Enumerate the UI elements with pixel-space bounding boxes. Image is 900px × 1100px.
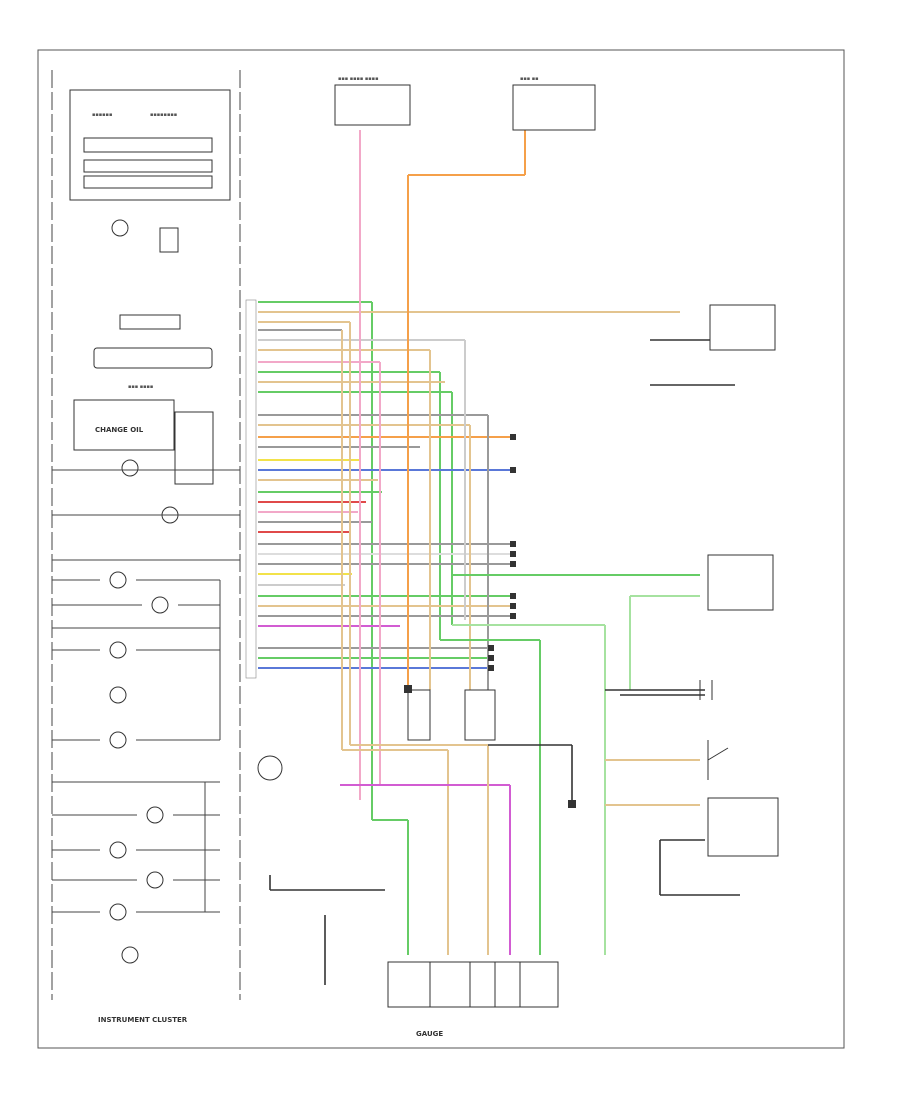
black-wires bbox=[269, 339, 740, 985]
indicator-bulb bbox=[111, 219, 129, 237]
gauge-label: GAUGE bbox=[416, 1030, 443, 1038]
gauge-sub-box-2 bbox=[83, 175, 213, 189]
top-components: ▪▪▪ ▪▪▪▪ ▪▪▪▪ ▪▪▪ ▪▪ bbox=[334, 76, 596, 131]
svg-text:▪▪▪▪▪▪: ▪▪▪▪▪▪ bbox=[92, 112, 112, 118]
bottom-connector-box bbox=[387, 961, 559, 1008]
top-right-component bbox=[512, 84, 596, 131]
bottom-module: GAUGE bbox=[257, 689, 559, 1038]
speed-sensor bbox=[707, 797, 779, 857]
cluster-title: INSTRUMENT CLUSTER bbox=[98, 1016, 188, 1024]
pressure-sender bbox=[709, 304, 776, 351]
right-components bbox=[699, 304, 779, 857]
change-oil-box bbox=[73, 399, 175, 451]
bulb-12 bbox=[109, 903, 127, 921]
bulb-7 bbox=[109, 686, 127, 704]
wire-markers bbox=[404, 434, 576, 808]
diagram-border bbox=[37, 49, 845, 1049]
bulb-4 bbox=[109, 571, 127, 589]
center-switch bbox=[464, 689, 496, 741]
switch-box bbox=[159, 227, 179, 253]
bulb-9 bbox=[146, 806, 164, 824]
transmission-module bbox=[707, 554, 774, 611]
svg-text:▪▪▪ ▪▪▪▪: ▪▪▪ ▪▪▪▪ bbox=[128, 384, 153, 390]
svg-text:▪▪▪▪▪▪▪▪: ▪▪▪▪▪▪▪▪ bbox=[150, 112, 177, 118]
module-box-b bbox=[93, 347, 213, 369]
bulb-8 bbox=[109, 731, 127, 749]
module-box-a bbox=[119, 314, 181, 330]
gauge-control-box bbox=[83, 137, 213, 153]
svg-text:▪▪▪ ▪▪▪▪ ▪▪▪▪: ▪▪▪ ▪▪▪▪ ▪▪▪▪ bbox=[338, 76, 378, 82]
gauge-module-box bbox=[69, 89, 231, 201]
connector-pins bbox=[245, 299, 257, 679]
bulb-10 bbox=[109, 841, 127, 859]
top-left-component bbox=[334, 84, 411, 126]
bulb-11 bbox=[146, 871, 164, 889]
speed-sensor-icon bbox=[257, 755, 283, 781]
wire-bundle bbox=[258, 130, 700, 955]
center-plug bbox=[407, 689, 431, 741]
relay-box bbox=[174, 411, 214, 485]
indicator-bulb-2 bbox=[121, 459, 139, 477]
change-oil-label: CHANGE OIL bbox=[95, 426, 144, 434]
bulb-13 bbox=[121, 946, 139, 964]
svg-text:▪▪▪ ▪▪: ▪▪▪ ▪▪ bbox=[520, 76, 539, 82]
gauge-sub-box bbox=[83, 159, 213, 173]
instrument-cluster: ▪▪▪▪▪▪ ▪▪▪▪▪▪▪▪ ▪▪▪ ▪▪▪▪ CHANGE OIL bbox=[51, 70, 241, 1024]
bulb-5 bbox=[151, 596, 169, 614]
bulb-6 bbox=[109, 641, 127, 659]
